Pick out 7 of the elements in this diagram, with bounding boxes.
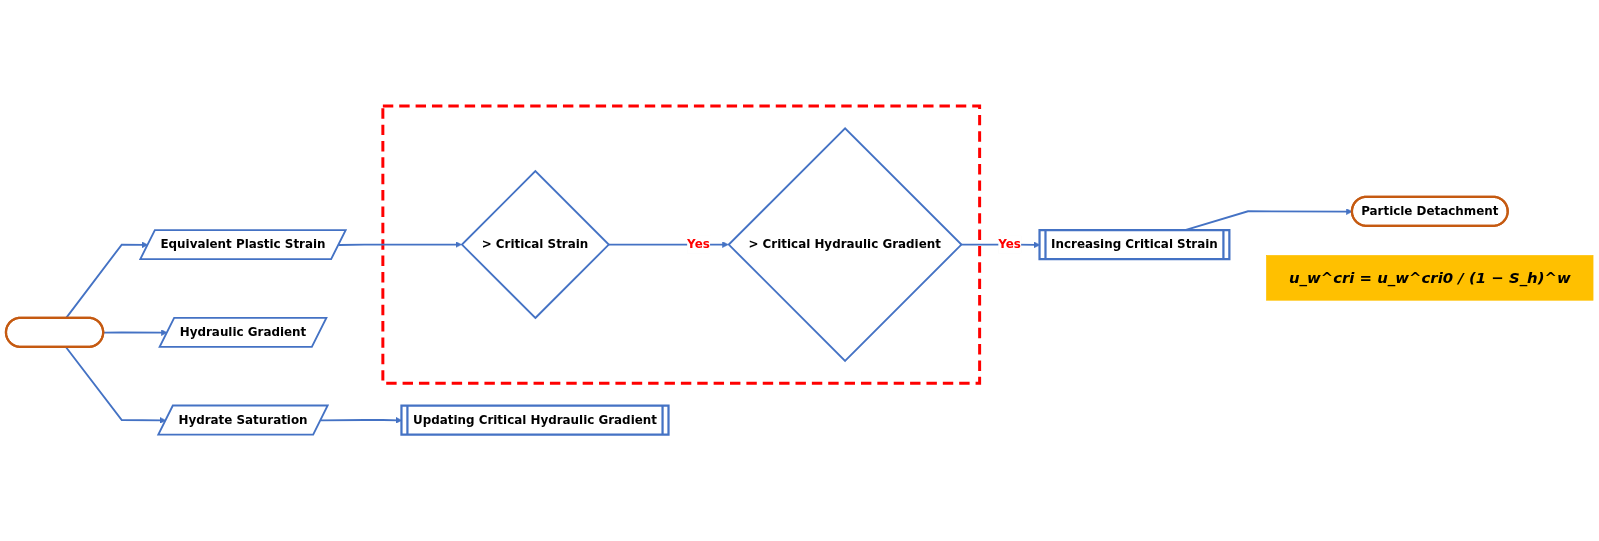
node-diamond: > Critical Strain <box>460 170 611 320</box>
cluster <box>381 104 982 385</box>
node-box: u_w^cri = u_w^cri0 / (1 − S_h)^w <box>1266 255 1594 301</box>
arrow <box>337 241 462 249</box>
edge-label: Yes <box>687 237 710 252</box>
node-diamond: > Critical Hydraulic Gradient <box>727 127 963 363</box>
edge-label: Yes <box>998 237 1021 252</box>
